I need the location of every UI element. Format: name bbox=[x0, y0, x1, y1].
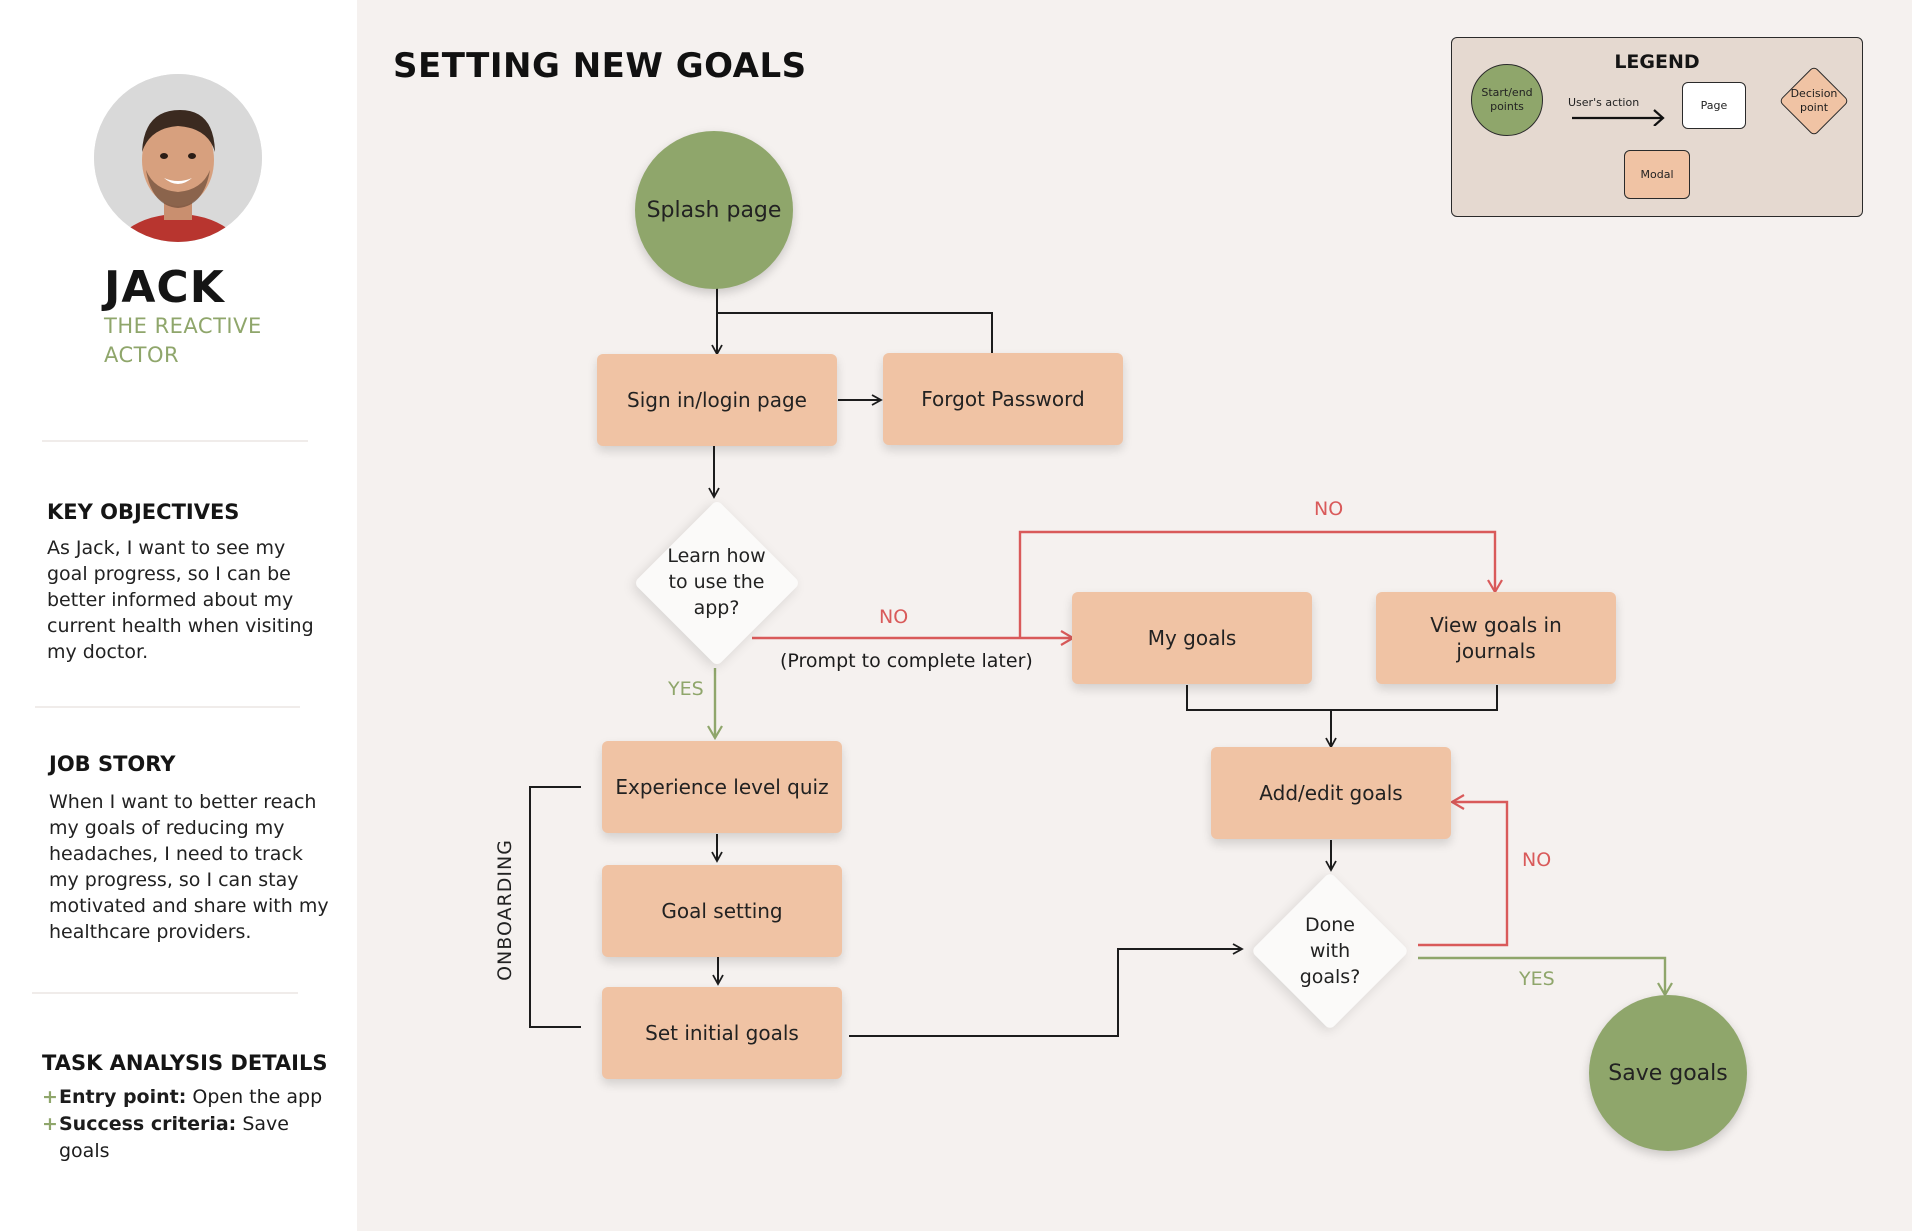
legend-start-end: Start/end points bbox=[1471, 64, 1543, 136]
persona-role: THE REACTIVE ACTOR bbox=[104, 314, 262, 367]
plus-icon: + bbox=[42, 1113, 58, 1135]
legend-decision-label: Decision point bbox=[1790, 87, 1838, 114]
task-item-label: Entry point: bbox=[59, 1086, 187, 1108]
task-item-entry: +Entry point: Open the app bbox=[40, 1084, 330, 1111]
avatar bbox=[94, 74, 262, 242]
job-story-body: When I want to better reach my goals of … bbox=[49, 791, 329, 943]
legend: LEGEND Start/end points User's action Pa… bbox=[1451, 37, 1863, 217]
node-forgot-password[interactable]: Forgot Password bbox=[883, 353, 1123, 445]
task-item-value: Save goals bbox=[59, 1113, 289, 1162]
node-experience-quiz[interactable]: Experience level quiz bbox=[602, 741, 842, 833]
node-goal-setting[interactable]: Goal setting bbox=[602, 865, 842, 957]
task-analysis-list: +Entry point: Open the app +Success crit… bbox=[40, 1084, 330, 1165]
task-item-label: Success criteria: bbox=[59, 1113, 237, 1135]
legend-page: Page bbox=[1682, 82, 1746, 129]
node-set-initial-goals[interactable]: Set initial goals bbox=[602, 987, 842, 1079]
legend-modal: Modal bbox=[1624, 150, 1690, 199]
legend-decision: Decision point bbox=[1778, 65, 1850, 137]
node-signin-page[interactable]: Sign in/login page bbox=[597, 354, 837, 446]
decision-label: Done with goals? bbox=[1299, 914, 1361, 988]
decision-label: Learn how to use the app? bbox=[667, 545, 766, 619]
label-no-done: NO bbox=[1522, 849, 1552, 871]
label-no-top: NO bbox=[1314, 498, 1344, 520]
onboarding-text: ONBOARDING bbox=[494, 839, 516, 981]
arrow-right-icon bbox=[1572, 109, 1665, 126]
persona-sidebar: JACK THE REACTIVE ACTOR KEY OBJECTIVES A… bbox=[0, 0, 357, 1231]
persona-name: JACK bbox=[104, 262, 225, 313]
key-objectives-body: As Jack, I want to see my goal progress,… bbox=[47, 537, 314, 663]
node-view-goals-journals[interactable]: View goals in journals bbox=[1376, 592, 1616, 684]
avatar-portrait bbox=[94, 74, 262, 242]
node-learn-decision[interactable]: Learn how to use the app? bbox=[629, 497, 804, 667]
label-yes-learn: YES bbox=[668, 678, 704, 700]
label-yes-done: YES bbox=[1519, 968, 1555, 990]
divider bbox=[32, 992, 298, 994]
label-prompt-later: (Prompt to complete later) bbox=[780, 650, 1033, 672]
job-story-title: JOB STORY bbox=[49, 752, 176, 776]
plus-icon: + bbox=[42, 1086, 58, 1108]
node-my-goals[interactable]: My goals bbox=[1072, 592, 1312, 684]
node-save-goals[interactable]: Save goals bbox=[1589, 995, 1747, 1151]
divider bbox=[35, 706, 300, 708]
task-item-success: +Success criteria: Save goals bbox=[40, 1111, 330, 1165]
node-splash-page[interactable]: Splash page bbox=[635, 131, 793, 289]
node-add-edit-goals[interactable]: Add/edit goals bbox=[1211, 747, 1451, 839]
divider bbox=[42, 440, 308, 442]
legend-action-label: User's action bbox=[1568, 96, 1640, 109]
node-done-decision[interactable]: Done with goals? bbox=[1242, 869, 1418, 1033]
label-no-learn: NO bbox=[879, 606, 909, 628]
legend-title: LEGEND bbox=[1614, 51, 1700, 73]
key-objectives-title: KEY OBJECTIVES bbox=[47, 500, 240, 524]
task-item-value: Open the app bbox=[192, 1086, 323, 1108]
diagram-title: SETTING NEW GOALS bbox=[393, 46, 807, 86]
task-analysis-title: TASK ANALYSIS DETAILS bbox=[42, 1051, 328, 1075]
